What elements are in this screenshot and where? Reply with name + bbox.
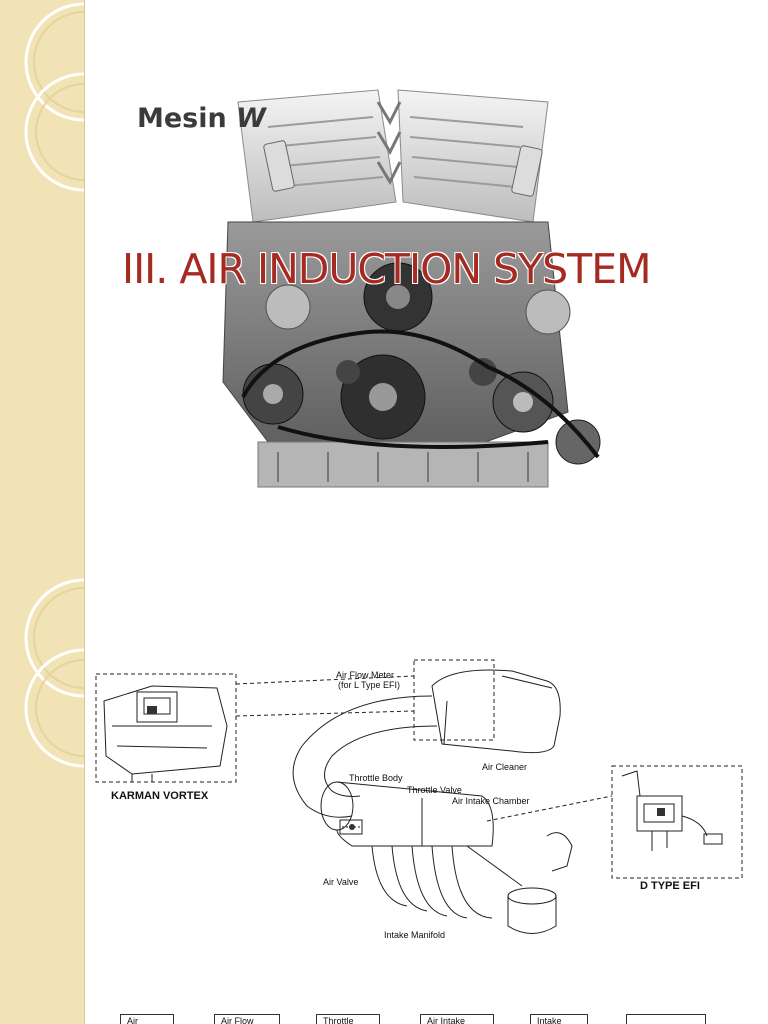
slide-2: Air Flow Meter (for L Type EFI) Air Clea…	[0, 576, 768, 1024]
flow-box-throttle: Throttle	[316, 1014, 380, 1024]
label-karman-vortex: KARMAN VORTEX	[111, 790, 209, 802]
flow-box-air: Air	[120, 1014, 174, 1024]
caption-letter: W	[236, 103, 266, 134]
engine-photo-caption: Mesin W	[137, 103, 266, 134]
decorative-circles-icon	[24, 2, 84, 192]
engine-photo	[222, 89, 601, 488]
flow-box-last	[626, 1014, 706, 1024]
air-induction-diagram	[95, 659, 743, 934]
flow-box-intake: Intake	[530, 1014, 588, 1024]
flow-box-air-flow: Air Flow	[214, 1014, 280, 1024]
label-air-cleaner: Air Cleaner	[482, 762, 528, 772]
slide-1: Mesin W III. AIR INDUCTION SYSTEM	[0, 0, 652, 576]
decorative-circles-icon	[24, 578, 84, 768]
flow-box-air-intake: Air Intake	[420, 1014, 494, 1024]
label-air-intake-chamber: Air Intake Chamber	[452, 796, 530, 806]
label-air-valve: Air Valve	[323, 877, 359, 887]
decorative-side-band	[0, 0, 85, 576]
label-throttle-body: Throttle Body	[349, 773, 403, 783]
label-air-flow-meter-sub: (for L Type EFI)	[338, 680, 401, 690]
decorative-side-band	[0, 576, 85, 1024]
slide-title: III. AIR INDUCTION SYSTEM	[122, 245, 652, 293]
flow-chart-row: Air Air Flow Throttle Air Intake Intake	[0, 1014, 768, 1024]
label-d-type-efi: D TYPE EFI	[640, 880, 700, 892]
caption-prefix: Mesin	[137, 103, 227, 134]
label-throttle-valve: Throttle Valve	[407, 785, 462, 795]
label-intake-manifold: Intake Manifold	[384, 930, 446, 940]
label-air-flow-meter: Air Flow Meter	[336, 670, 395, 680]
